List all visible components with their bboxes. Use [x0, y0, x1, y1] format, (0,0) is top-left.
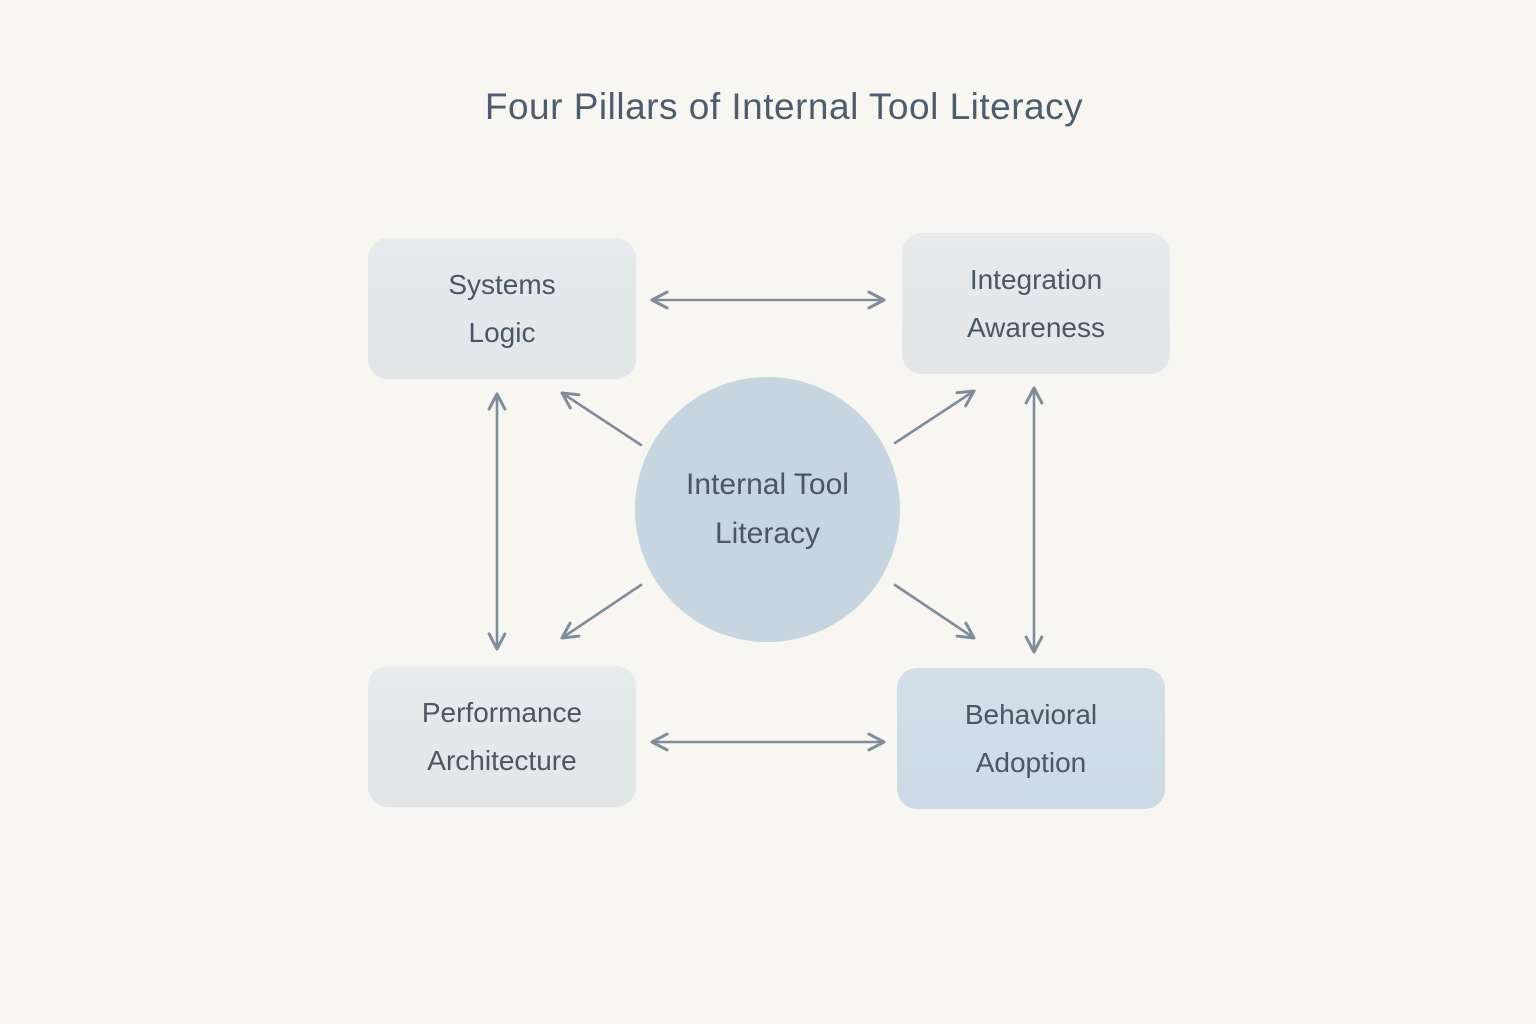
arrow-center-to-performance-architecture: [560, 583, 643, 640]
pillar-label-systems-logic: Systems Logic: [448, 269, 556, 348]
pillar-label-performance-architecture: Performance Architecture: [421, 697, 583, 776]
arrow-center-to-systems-logic: [560, 391, 643, 447]
pillar-box-systems-logic: Systems Logic: [368, 238, 636, 379]
arrow-top-horizontal: [650, 290, 886, 310]
center-node-label: Internal Tool Literacy: [686, 467, 849, 550]
arrow-center-to-behavioral-adoption: [893, 583, 976, 640]
diagram-title: Four Pillars of Internal Tool Literacy: [484, 86, 1084, 127]
arrow-bottom-horizontal: [650, 732, 886, 752]
pillar-label-integration-awareness: Integration Awareness: [966, 264, 1105, 343]
arrow-center-to-integration-awareness: [893, 389, 976, 445]
arrow-left-vertical: [487, 392, 507, 651]
arrow-right-vertical: [1024, 386, 1044, 654]
pillar-label-behavioral-adoption: Behavioral Adoption: [964, 699, 1098, 778]
center-node-internal-tool-literacy: Internal Tool Literacy: [635, 377, 900, 642]
pillar-box-behavioral-adoption: Behavioral Adoption: [897, 668, 1165, 809]
pillar-box-performance-architecture: Performance Architecture: [368, 666, 636, 807]
pillar-box-integration-awareness: Integration Awareness: [902, 233, 1170, 374]
